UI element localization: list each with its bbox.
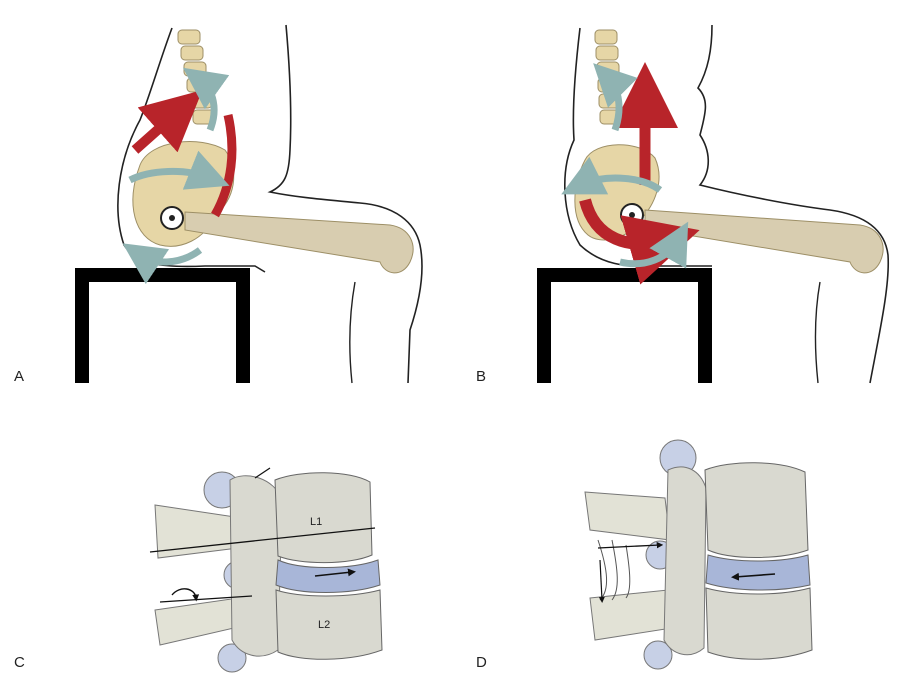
vertebral-body-d1 xyxy=(704,462,809,558)
panel-label-d: D xyxy=(476,654,487,671)
lamina-c xyxy=(229,475,283,657)
disc-d xyxy=(705,554,811,591)
leg-line-b xyxy=(814,281,821,384)
spine-a xyxy=(177,29,216,125)
plane-line-d1 xyxy=(597,541,664,549)
disc-c xyxy=(275,559,381,593)
vertebral-body-l1 xyxy=(274,472,373,564)
panel-c-illustration: L1 L2 xyxy=(149,467,383,673)
facet-d3 xyxy=(643,640,673,670)
teal-arrow-b2 xyxy=(561,156,663,195)
teal-arrow-a3 xyxy=(122,243,203,285)
curl-arrow-c xyxy=(171,588,200,602)
seat-a xyxy=(75,268,250,383)
plane-line-c2 xyxy=(159,595,253,603)
femur-a xyxy=(184,211,414,274)
disc-arrow-c xyxy=(314,568,356,577)
panel-label-a: A xyxy=(14,368,25,385)
panel-d-illustration xyxy=(584,439,813,670)
vertebral-body-l2 xyxy=(275,589,383,660)
vertebra-label-l1: L1 xyxy=(310,516,322,528)
seat-b xyxy=(537,268,712,383)
panel-a-illustration xyxy=(75,24,423,384)
leg-line-a xyxy=(349,281,356,384)
back-line-a xyxy=(267,24,423,384)
lamina-d xyxy=(663,466,707,656)
muscle-red-a1 xyxy=(131,90,203,154)
disc-arrow-d xyxy=(731,572,776,581)
teal-arrow-b1 xyxy=(593,63,638,132)
back-line-b xyxy=(697,24,890,384)
ligament-lines-d xyxy=(597,539,631,601)
teal-arrow-a2 xyxy=(128,150,230,190)
vertebral-body-d2 xyxy=(705,587,813,660)
teal-arrow-a1 xyxy=(182,67,230,132)
femur-b xyxy=(644,209,884,274)
muscle-red-a2 xyxy=(211,113,237,218)
vertebra-label-l2: L2 xyxy=(318,619,330,631)
spinous-process-d1 xyxy=(584,491,671,541)
down-arrow-d xyxy=(598,559,605,603)
panel-b-illustration xyxy=(537,24,890,384)
plane-line-c1 xyxy=(149,527,376,553)
panel-label-c: C xyxy=(14,654,25,671)
teal-arrow-b3 xyxy=(619,221,689,269)
facet-c3 xyxy=(217,643,247,673)
panel-label-b: B xyxy=(476,368,487,385)
